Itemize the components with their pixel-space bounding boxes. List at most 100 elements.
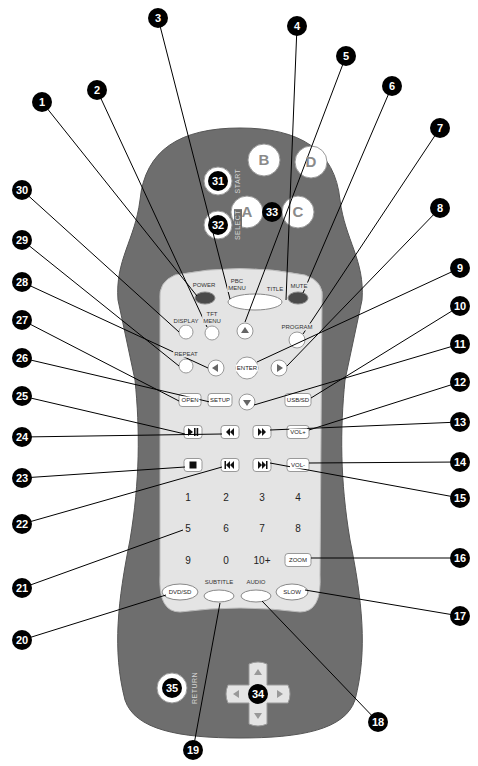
leader-line <box>311 306 460 398</box>
oval-button <box>241 590 271 602</box>
arrow-button <box>271 360 287 376</box>
callout-number: 35 <box>162 678 182 698</box>
callout-number: 27 <box>12 310 32 330</box>
leader-line <box>254 344 460 405</box>
button-label: 9 <box>185 555 191 566</box>
leader-line <box>286 26 297 300</box>
button-label: USB/SD <box>286 397 310 404</box>
key-button <box>285 554 311 567</box>
button-label: 2 <box>223 492 229 503</box>
callout-number: 4 <box>287 16 307 36</box>
button-label: B <box>259 152 270 168</box>
button-label: 4 <box>295 492 301 503</box>
leader-line <box>262 601 378 722</box>
callout-number: 26 <box>12 348 32 368</box>
callout-number: 16 <box>450 548 470 568</box>
leader-line <box>257 268 460 362</box>
leader-line <box>22 282 208 368</box>
round-button <box>236 357 258 379</box>
callout-number: 30 <box>12 180 32 200</box>
leader-line <box>42 102 197 296</box>
callout-number: 15 <box>450 488 470 508</box>
round-button <box>179 359 193 373</box>
button-label: AUDIO <box>245 579 266 586</box>
leader-line <box>22 530 183 588</box>
leader-line <box>22 320 179 401</box>
leader-line <box>311 558 460 559</box>
arrow-glyph <box>241 327 249 333</box>
callout-number: 13 <box>450 412 470 432</box>
callout-number: 12 <box>450 372 470 392</box>
transport-icon <box>225 461 235 469</box>
leader-line <box>245 56 346 322</box>
callout-number: 23 <box>12 468 32 488</box>
callout-number: 8 <box>430 198 450 218</box>
button-label: 6 <box>223 523 229 534</box>
leader-line <box>22 595 166 640</box>
button-label: 0 <box>223 555 229 566</box>
callout-number: 1 <box>32 92 52 112</box>
button-label: A <box>242 204 253 220</box>
arrow-glyph <box>212 364 218 372</box>
button-label: SELECT <box>234 209 242 241</box>
callout-number: 19 <box>183 740 203 760</box>
round-button <box>295 146 327 178</box>
callout-number: 22 <box>12 514 32 534</box>
leader-line <box>22 434 222 437</box>
callout-number: 21 <box>12 578 32 598</box>
leader-line <box>309 462 460 463</box>
key-button <box>253 459 271 472</box>
callout-number: 9 <box>450 258 470 278</box>
leader-line <box>22 190 179 332</box>
arrow-button <box>208 360 224 376</box>
button-panel <box>160 269 323 613</box>
callout-number: 17 <box>450 606 470 626</box>
button-label: 7 <box>259 523 265 534</box>
button-label: VOL- <box>290 462 306 469</box>
button-label: PBC MENU <box>227 278 247 292</box>
callout-number: 32 <box>208 215 228 235</box>
d-pad-arrow <box>277 690 283 698</box>
button-label: DVD/SD <box>168 589 193 596</box>
callout-number: 7 <box>430 118 450 138</box>
oval-button <box>276 584 308 600</box>
button-label: REPEAT <box>173 351 199 358</box>
button-label: 8 <box>295 523 301 534</box>
key-button <box>184 459 202 472</box>
leader-line <box>22 240 179 366</box>
button-label: DISPLAY <box>173 318 200 325</box>
callout-number: 2 <box>87 80 107 100</box>
button-label: 10+ <box>254 555 271 566</box>
button-label: SLOW <box>282 589 302 596</box>
button-label: PROGRAM <box>280 324 313 331</box>
transport-icon <box>258 428 266 436</box>
button-label: POWER <box>192 282 217 289</box>
leader-line <box>287 208 440 366</box>
callout-number: 5 <box>336 46 356 66</box>
callout-number: 31 <box>208 171 228 191</box>
callout-number: 3 <box>148 8 168 28</box>
round-button <box>179 325 193 339</box>
leader-line <box>158 18 230 299</box>
button-label: SUBTITLE <box>204 579 235 586</box>
button-label: 5 <box>185 523 191 534</box>
oval-button <box>288 292 308 304</box>
callout-number: 28 <box>12 272 32 292</box>
arrow-glyph <box>243 400 251 406</box>
leader-line <box>303 86 392 293</box>
remote-body <box>118 128 363 738</box>
leader-line <box>22 396 185 434</box>
leader-line <box>22 358 210 402</box>
button-label: MUTE <box>290 283 309 290</box>
callout-number: 33 <box>262 202 282 222</box>
button-label: VOL+ <box>289 429 307 436</box>
button-label: C <box>293 204 304 220</box>
callout-number: 10 <box>450 296 470 316</box>
arrow-glyph <box>277 364 283 372</box>
transport-icon <box>190 462 197 469</box>
oval-button <box>204 590 234 602</box>
round-button <box>204 167 232 195</box>
round-button <box>157 673 187 703</box>
oval-button <box>195 292 215 304</box>
